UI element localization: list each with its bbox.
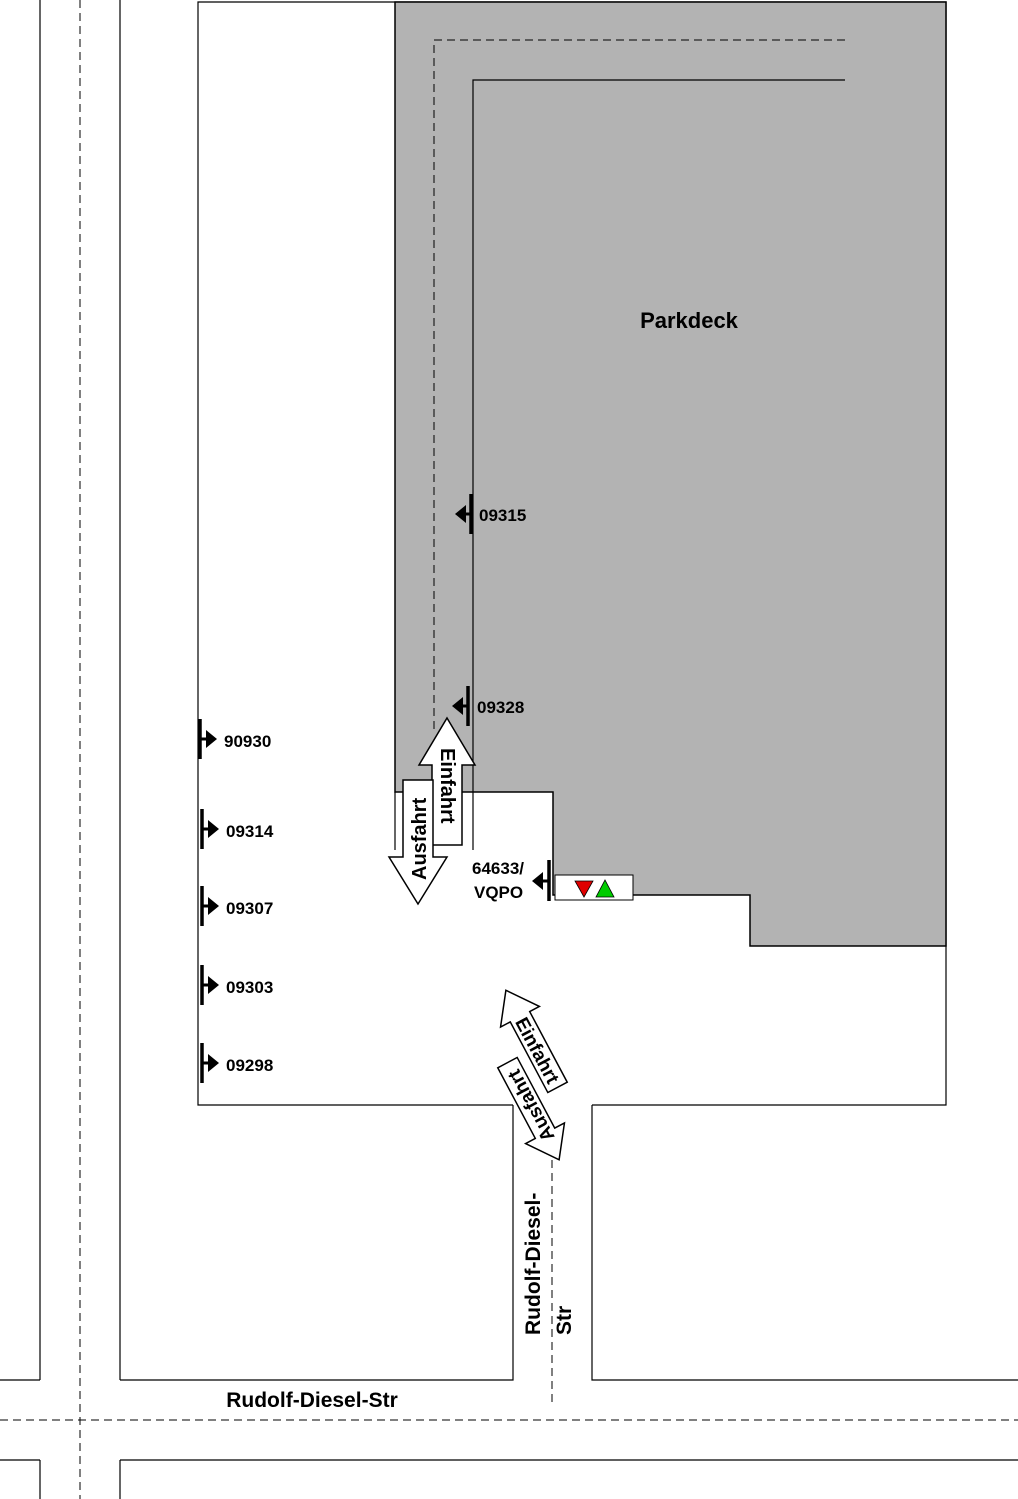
detector-09303: 09303 — [200, 965, 273, 1005]
svg-text:09314: 09314 — [226, 822, 274, 841]
arrow-left-icon — [532, 872, 543, 890]
arrow-right-icon — [208, 897, 219, 915]
svg-text:09328: 09328 — [477, 698, 524, 717]
road-edge — [120, 1105, 514, 1381]
green-triangle-icon — [595, 879, 615, 898]
detector-09315: 09315 — [455, 494, 526, 534]
parkdeck-lane-dashed — [433, 39, 845, 730]
road-edge — [591, 1105, 1018, 1381]
side-street-label-2: Str — [553, 1306, 576, 1335]
parkdeck-label: Parkdeck — [640, 308, 739, 333]
svg-text:09298: 09298 — [226, 1056, 273, 1075]
exit-arrow-label: Ausfahrt — [409, 797, 431, 880]
main-street-label: Rudolf-Diesel-Str — [226, 1389, 398, 1412]
red-triangle-icon — [574, 880, 594, 898]
arrow-right-icon — [208, 820, 219, 838]
arrow-right-icon — [208, 976, 219, 994]
street-entry-arrow — [499, 989, 569, 1094]
parkdeck-lane-edge — [472, 79, 845, 850]
entry-arrow-label: Einfahrt — [436, 748, 458, 824]
signal-box — [554, 874, 634, 901]
svg-text:09307: 09307 — [226, 899, 273, 918]
street-exit-arrow — [496, 1056, 566, 1161]
detector-09298: 09298 — [200, 1043, 273, 1083]
svg-text:90930: 90930 — [224, 732, 271, 751]
arrow-right-icon — [208, 1054, 219, 1072]
svg-text:09303: 09303 — [226, 978, 273, 997]
svg-text:64633/: 64633/ — [472, 859, 524, 878]
detector-09314: 09314 — [200, 809, 274, 849]
detector-90930: 90930 — [198, 719, 271, 759]
side-street-label-1: Rudolf-Diesel- — [522, 1193, 545, 1335]
parkdeck-building — [394, 1, 947, 947]
svg-text:VQPO: VQPO — [474, 883, 523, 902]
arrow-right-icon — [206, 730, 217, 748]
exit-arrow — [387, 779, 449, 906]
svg-text:09315: 09315 — [479, 506, 526, 525]
detector-64633-vqpo: 64633/ VQPO — [472, 859, 551, 902]
detector-09307: 09307 — [200, 886, 273, 926]
detector-09328: 09328 — [452, 686, 524, 726]
